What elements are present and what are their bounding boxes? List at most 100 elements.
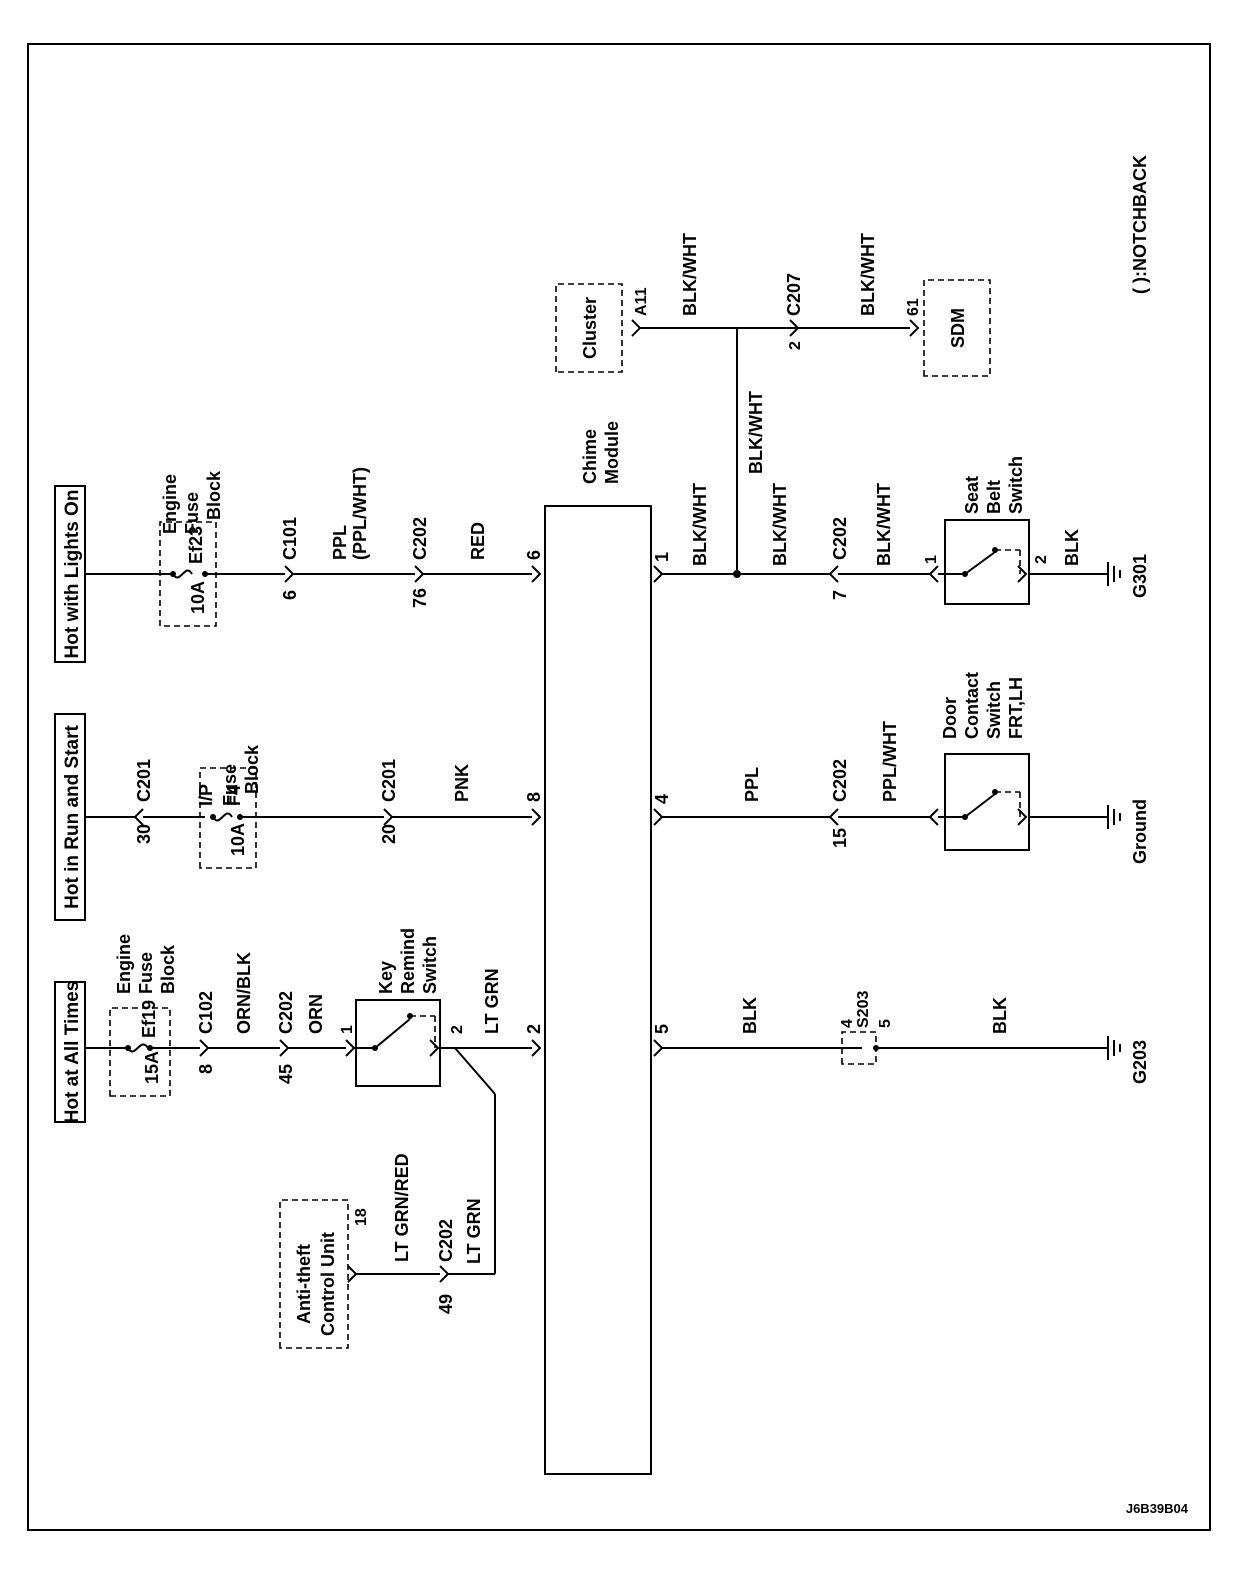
seat-belt-switch xyxy=(944,519,1030,605)
power-always: Hot at All Times xyxy=(54,981,86,1124)
svg-text:(PPL/WHT): (PPL/WHT) xyxy=(350,467,370,560)
svg-text:Anti-theft: Anti-theft xyxy=(294,1244,314,1324)
svg-text:Remind: Remind xyxy=(398,928,418,994)
svg-text:LT GRN: LT GRN xyxy=(482,968,502,1034)
svg-text:Hot with Lights On: Hot with Lights On xyxy=(62,490,83,659)
svg-text:Fuse: Fuse xyxy=(136,952,156,994)
diagram-frame xyxy=(27,43,1211,1531)
svg-text:FRT,LH: FRT,LH xyxy=(1006,677,1026,739)
svg-text:2: 2 xyxy=(787,341,804,350)
svg-text:Hot in Run and Start: Hot in Run and Start xyxy=(62,725,83,909)
svg-text:15A: 15A xyxy=(142,1051,162,1084)
svg-text:Cluster: Cluster xyxy=(580,297,600,359)
svg-text:Contact: Contact xyxy=(962,672,982,739)
svg-text:ORN/BLK: ORN/BLK xyxy=(234,952,254,1034)
ground-door-icon xyxy=(1107,805,1121,829)
svg-text:6: 6 xyxy=(524,550,544,560)
svg-text:C202: C202 xyxy=(410,517,430,560)
svg-text:2: 2 xyxy=(524,1024,544,1034)
svg-text:Fuse: Fuse xyxy=(182,492,202,534)
svg-text:8: 8 xyxy=(196,1064,216,1074)
circuit-always: 15A Ef19 Engine Fuse Block 8 C102 ORN/BL… xyxy=(85,928,544,1349)
circuit-lights: 10A Ef23 Engine Fuse Block 6 C101 PPL (P… xyxy=(85,467,544,627)
notchback-note: ( ):NOTCHBACK xyxy=(1130,155,1150,294)
svg-text:Switch: Switch xyxy=(420,936,440,994)
svg-text:5: 5 xyxy=(877,1019,894,1028)
svg-text:Control Unit: Control Unit xyxy=(318,1232,338,1336)
svg-text:LT GRN/RED: LT GRN/RED xyxy=(392,1153,412,1262)
svg-text:SDM: SDM xyxy=(948,308,968,348)
svg-text:Ef23: Ef23 xyxy=(186,526,206,564)
power-lights: Hot with Lights On xyxy=(54,485,86,663)
svg-text:C201: C201 xyxy=(134,759,154,802)
svg-text:C201: C201 xyxy=(379,759,399,802)
svg-text:Seat: Seat xyxy=(962,476,982,514)
svg-text:Module: Module xyxy=(602,421,622,484)
svg-text:76: 76 xyxy=(410,588,430,608)
svg-text:PPL/WHT: PPL/WHT xyxy=(880,721,900,802)
svg-text:6: 6 xyxy=(280,590,300,600)
svg-text:8: 8 xyxy=(524,792,544,802)
anti-theft-control-unit xyxy=(279,1199,349,1349)
svg-text:Engine: Engine xyxy=(114,934,134,994)
svg-text:Chime: Chime xyxy=(580,429,600,484)
svg-text:Engine: Engine xyxy=(160,474,180,534)
svg-text:30: 30 xyxy=(134,824,154,844)
svg-text:Hot at All Times: Hot at All Times xyxy=(62,981,83,1124)
svg-text:C101: C101 xyxy=(280,517,300,560)
svg-text:C202: C202 xyxy=(830,517,850,560)
svg-text:45: 45 xyxy=(276,1064,296,1084)
chime-module: Chime Module xyxy=(544,421,652,1475)
svg-text:Key: Key xyxy=(376,961,396,994)
ground-g203-icon xyxy=(1107,1036,1121,1060)
svg-text:PNK: PNK xyxy=(452,764,472,802)
svg-text:G301: G301 xyxy=(1130,554,1150,598)
svg-text:Belt: Belt xyxy=(984,480,1004,514)
svg-text:1: 1 xyxy=(339,1025,356,1034)
power-run-start: Hot in Run and Start xyxy=(54,713,86,921)
svg-text:RED: RED xyxy=(468,522,488,560)
svg-text:S203: S203 xyxy=(855,991,872,1028)
svg-text:BLK: BLK xyxy=(740,997,760,1034)
ground-g301-icon xyxy=(1107,562,1121,586)
svg-text:Block: Block xyxy=(242,744,262,794)
svg-text:15: 15 xyxy=(830,828,850,848)
door-contact-switch xyxy=(944,753,1030,851)
svg-text:Block: Block xyxy=(204,470,224,520)
circuit-run-start: 30 C201 10A F4 I/P Fuse Block 20 C201 PN… xyxy=(85,744,544,869)
svg-text:BLK: BLK xyxy=(990,997,1010,1034)
svg-text:2: 2 xyxy=(449,1025,466,1034)
svg-text:PPL: PPL xyxy=(742,767,762,802)
svg-text:10A: 10A xyxy=(228,823,248,856)
svg-text:I/P: I/P xyxy=(196,784,216,806)
svg-text:Ground: Ground xyxy=(1130,799,1150,864)
svg-text:BLK/WHT: BLK/WHT xyxy=(746,391,766,474)
circuit-door-switch: 4 PPL 15 C202 PPL/WHT Door Contact Switc… xyxy=(652,672,1150,864)
svg-text:C102: C102 xyxy=(196,991,216,1034)
svg-text:PPL: PPL xyxy=(330,525,350,560)
svg-text:G203: G203 xyxy=(1130,1040,1150,1084)
svg-text:F4: F4 xyxy=(224,785,244,806)
svg-text:10A: 10A xyxy=(188,581,208,614)
svg-text:BLK/WHT: BLK/WHT xyxy=(874,483,894,566)
circuit-seat-belt: 1 BLK/WHT BLK/WHT 7 C202 BLK/WHT 1 2 Sea… xyxy=(555,233,1150,605)
svg-text:1: 1 xyxy=(923,555,940,564)
svg-text:LT GRN: LT GRN xyxy=(464,1198,484,1264)
svg-text:C202: C202 xyxy=(276,991,296,1034)
diagram-code: J6B39B04 xyxy=(1126,1501,1189,1516)
svg-text:2: 2 xyxy=(1033,555,1050,564)
svg-text:A11: A11 xyxy=(633,287,650,316)
svg-text:4: 4 xyxy=(652,794,672,804)
svg-text:BLK/WHT: BLK/WHT xyxy=(690,483,710,566)
svg-text:Switch: Switch xyxy=(1006,456,1026,514)
circuit-ground-g203: 5 BLK 4 5 S203 BLK G203 xyxy=(652,991,1150,1084)
svg-text:1: 1 xyxy=(652,552,672,562)
key-remind-switch xyxy=(355,999,441,1087)
svg-text:Door: Door xyxy=(940,697,960,739)
svg-text:20: 20 xyxy=(379,824,399,844)
svg-text:Switch: Switch xyxy=(984,681,1004,739)
svg-text:49: 49 xyxy=(436,1294,456,1314)
cluster xyxy=(555,283,623,373)
svg-text:C207: C207 xyxy=(784,273,804,316)
